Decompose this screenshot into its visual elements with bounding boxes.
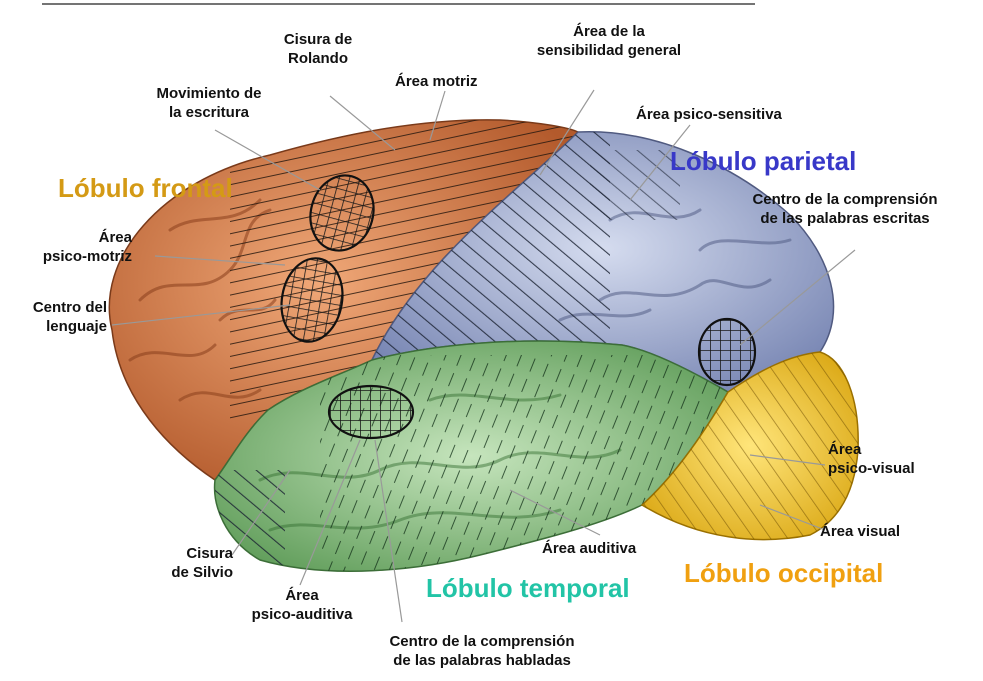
label-area-psico-sensitiva: Área psico-sensitiva <box>636 105 782 124</box>
lobe-parietal-label: Lóbulo parietal <box>670 146 856 176</box>
center-palabras-habladas <box>329 386 413 438</box>
lobe-frontal-label: Lóbulo frontal <box>58 173 233 203</box>
lobe-occipital-label: Lóbulo occipital <box>684 558 883 588</box>
label-area-motriz: Área motriz <box>395 72 478 91</box>
center-palabras-escritas <box>699 319 755 385</box>
label-area-visual: Área visual <box>820 522 900 541</box>
lobe-temporal-label: Lóbulo temporal <box>426 573 630 603</box>
label-area-auditiva: Área auditiva <box>542 539 636 558</box>
